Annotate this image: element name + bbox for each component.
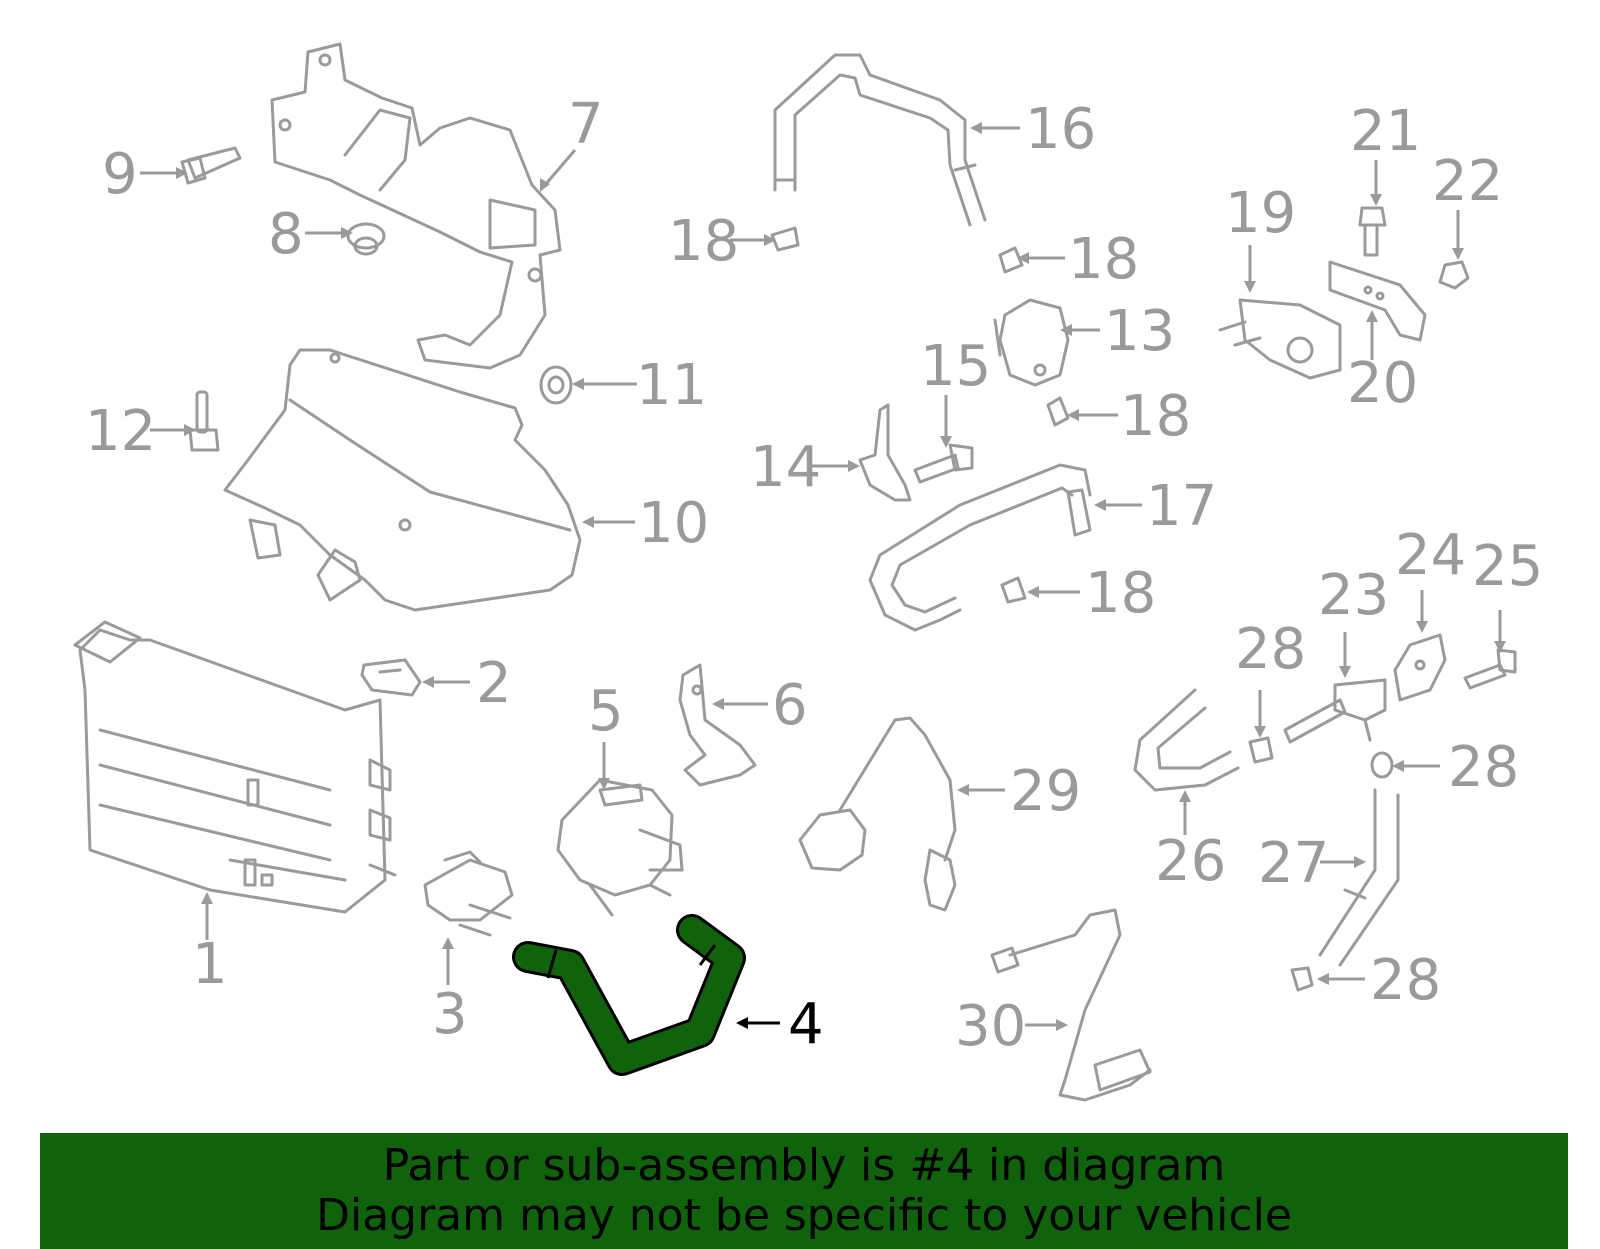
callout-18-a: 18 <box>668 209 739 274</box>
callout-11: 11 <box>636 353 707 418</box>
callout-12: 12 <box>85 399 156 464</box>
banner-line-part: Part or sub-assembly is #4 in diagram <box>382 1140 1226 1191</box>
callout-20: 20 <box>1347 351 1418 416</box>
part-30-sensor <box>990 908 1152 1102</box>
callout-18-b: 18 <box>1068 227 1139 292</box>
callout-28-c: 28 <box>1370 948 1441 1013</box>
callout-27: 27 <box>1258 831 1329 896</box>
part-7-bracket <box>270 42 562 370</box>
part-12-bolt <box>188 390 220 452</box>
callout-2: 2 <box>476 651 512 716</box>
callout-13: 13 <box>1104 299 1175 364</box>
callout-16: 16 <box>1025 97 1096 162</box>
part-28-clip-c <box>1290 966 1314 992</box>
part-25-bolt <box>1463 648 1517 690</box>
callout-21: 21 <box>1350 99 1421 164</box>
part-17-hose <box>868 463 1092 632</box>
callout-25: 25 <box>1472 534 1543 599</box>
part-13-filter <box>993 298 1070 387</box>
part-1-canister <box>73 620 397 914</box>
callout-9: 9 <box>102 142 138 207</box>
callout-24: 24 <box>1395 523 1466 588</box>
callout-30: 30 <box>955 994 1026 1059</box>
callout-6: 6 <box>772 673 808 738</box>
part-29-sensor <box>798 716 957 912</box>
part-19-valve <box>1218 298 1342 380</box>
banner-line-disclaimer: Diagram may not be specific to your vehi… <box>316 1190 1292 1241</box>
part-20-bracket <box>1328 260 1427 342</box>
part-2-connector <box>360 658 422 697</box>
part-18-clip-d <box>1000 576 1027 604</box>
callout-28-b: 28 <box>1448 735 1519 800</box>
part-4-hose-highlighted <box>512 914 746 1076</box>
callout-1: 1 <box>192 932 228 997</box>
callout-3: 3 <box>432 982 468 1047</box>
callout-8: 8 <box>268 202 304 267</box>
part-23-valve <box>1283 678 1387 744</box>
part-28-clip-b <box>1370 751 1394 779</box>
callout-18-d: 18 <box>1085 561 1156 626</box>
callout-5: 5 <box>588 679 624 744</box>
part-28-clip-a <box>1248 736 1274 764</box>
part-10-shield <box>223 348 582 612</box>
callout-18-c: 18 <box>1120 384 1191 449</box>
callout-arrow-4 <box>736 1017 780 1029</box>
callout-26: 26 <box>1155 829 1226 894</box>
callout-28-a: 28 <box>1235 617 1306 682</box>
part-6-bracket <box>678 663 757 787</box>
callout-10: 10 <box>638 491 709 556</box>
callout-7: 7 <box>568 92 604 157</box>
part-3-valve <box>423 850 514 937</box>
callout-arrows <box>140 122 1506 1031</box>
part-18-clip-b <box>998 246 1024 274</box>
callout-23: 23 <box>1318 563 1389 628</box>
callout-22: 22 <box>1432 149 1503 214</box>
part-5-solenoid <box>556 778 684 917</box>
part-21-bolt <box>1358 206 1387 257</box>
part-18-clip-a <box>770 226 800 252</box>
part-8-nut <box>346 222 386 256</box>
callout-15: 15 <box>920 334 991 399</box>
part-24-bracket <box>1393 633 1447 702</box>
part-16-pipe <box>773 53 987 227</box>
part-22-nut <box>1438 260 1470 290</box>
callout-17: 17 <box>1146 474 1217 539</box>
part-18-clip-c <box>1046 396 1070 427</box>
part-27-hose <box>1318 788 1400 967</box>
part-9-bolt <box>180 146 242 185</box>
part-11-nut <box>539 365 573 405</box>
part-14-bracket <box>858 403 912 502</box>
callout-14: 14 <box>750 435 821 500</box>
callout-4: 4 <box>788 992 824 1057</box>
part-26-hose <box>1133 688 1240 792</box>
part-15-bolt <box>913 443 974 484</box>
info-banner: Part or sub-assembly is #4 in diagram Di… <box>40 1133 1568 1249</box>
callout-29: 29 <box>1010 759 1081 824</box>
callout-19: 19 <box>1225 181 1296 246</box>
